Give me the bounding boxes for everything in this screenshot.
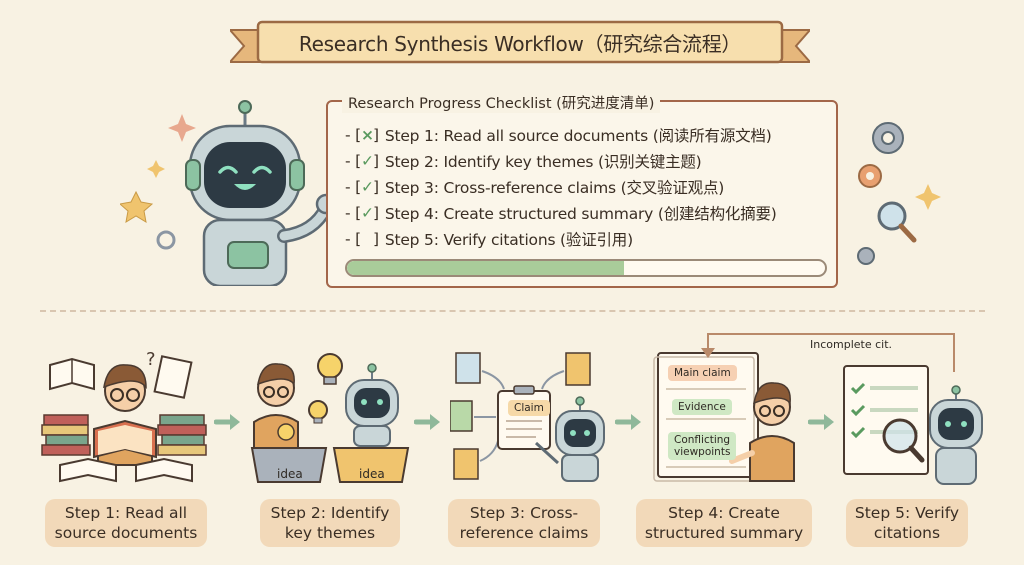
item-text: Step 3: Cross-reference claims (交叉验证观点) <box>384 179 725 197</box>
conflicting-line-2: viewpoints <box>674 446 731 458</box>
item-bullet: - [ <box>345 126 361 144</box>
evidence-tag: Evidence <box>672 399 732 415</box>
document-icon <box>455 352 481 384</box>
bin-label-right: idea <box>359 467 385 481</box>
item-bracket: ] <box>372 126 379 144</box>
step-3-label: Step 3: Cross- reference claims <box>448 499 600 547</box>
claim-tag: Claim <box>508 400 550 416</box>
magnifier-icon <box>877 201 917 243</box>
robot-pointing-illustration <box>120 100 337 286</box>
conflicting-line-1: Conflicting <box>674 434 731 446</box>
ribbon-shape <box>230 20 810 64</box>
title-banner: Research Synthesis Workflow（研究综合流程） <box>230 18 810 70</box>
item-bracket: ] <box>372 230 379 248</box>
document-icon <box>843 365 929 475</box>
item-bullet: - [ <box>345 152 361 170</box>
item-text: Step 1: Read all source documents (阅读所有源… <box>384 127 772 145</box>
step-4-label: Step 4: Create structured summary <box>636 499 812 547</box>
checklist-title: Research Progress Checklist (研究进度清单) <box>342 92 661 113</box>
item-bullet: - [ <box>345 204 361 222</box>
progress-fill <box>347 261 625 275</box>
gear-icon <box>858 164 882 188</box>
section-divider <box>40 310 985 312</box>
step2-illustration <box>250 353 410 483</box>
checklist-item-5[interactable]: - [ ] Step 5: Verify citations (验证引用) <box>345 226 835 252</box>
check-icon <box>850 382 866 395</box>
checklist-item-4[interactable]: - [ ✓ ] Step 4: Create structured summar… <box>345 200 835 226</box>
step-5-line-1: Step 5: Verify <box>854 504 960 522</box>
step-2-label: Step 2: Identify key themes <box>260 499 400 547</box>
document-icon <box>453 448 479 480</box>
step-1-label: Step 1: Read all source documents <box>45 499 207 547</box>
page-title: Research Synthesis Workflow（研究综合流程） <box>298 32 742 56</box>
item-text: Step 4: Create structured summary (创建结构化… <box>384 205 777 223</box>
magnifier-icon <box>882 418 918 454</box>
conflicting-viewpoints-tag: Conflicting viewpoints <box>668 432 737 460</box>
lightbulb-icon <box>317 353 343 385</box>
step1-illustration: ? <box>41 349 207 483</box>
item-bullet: - [ <box>345 230 361 248</box>
main-claim-tag: Main claim <box>668 365 737 381</box>
check-icon <box>850 404 866 417</box>
item-bracket: ] <box>372 204 379 222</box>
checklist-item-1[interactable]: - [ × ] Step 1: Read all source document… <box>345 122 835 148</box>
cross-icon: × <box>360 126 374 144</box>
step5-illustration <box>843 365 983 485</box>
checklist-item-2[interactable]: - [ ✓ ] Step 2: Identify key themes (识别关… <box>345 148 835 174</box>
item-bullet: - [ <box>345 178 361 196</box>
step3-illustration <box>450 352 605 482</box>
item-text: Step 5: Verify citations (验证引用) <box>384 231 633 249</box>
check-icon <box>850 426 866 439</box>
step-3-line-1: Step 3: Cross- <box>469 504 579 522</box>
decorations-right <box>857 122 941 265</box>
incomplete-citation-note: Incomplete cit. <box>808 338 895 351</box>
step-1-line-1: Step 1: Read all <box>64 504 188 522</box>
lightbulb-icon <box>277 423 295 441</box>
gear-icon <box>872 122 904 154</box>
feedback-loop-arrow <box>701 333 955 372</box>
check-icon: ✓ <box>360 204 374 222</box>
bin-label-left: idea <box>277 467 303 481</box>
document-icon <box>450 400 473 432</box>
document-icon <box>565 352 591 386</box>
question-mark: ? <box>146 349 156 370</box>
arrow-right-icon <box>414 414 440 430</box>
arrow-right-icon <box>214 414 240 430</box>
sparkle-icon <box>147 160 165 178</box>
document-icon <box>153 355 193 399</box>
step-5-line-2: citations <box>873 524 941 542</box>
star-icon <box>120 190 154 223</box>
checklist-item-3[interactable]: - [ ✓ ] Step 3: Cross-reference claims (… <box>345 174 835 200</box>
gear-icon <box>857 247 875 265</box>
sparkle-icon <box>168 114 196 142</box>
check-icon: ✓ <box>360 178 374 196</box>
step-5-label: Step 5: Verify citations <box>846 499 968 547</box>
step-2-line-2: key themes <box>284 524 376 542</box>
gear-icon <box>156 230 176 250</box>
item-text: Step 2: Identify key themes (识别关键主题) <box>384 153 702 171</box>
arrow-right-icon <box>615 414 641 430</box>
step-4-line-1: Step 4: Create <box>668 504 780 522</box>
item-bracket: ] <box>372 178 379 196</box>
sparkle-icon <box>915 184 941 210</box>
step-1-line-2: source documents <box>54 524 198 542</box>
step-4-line-2: structured summary <box>644 524 804 542</box>
progress-bar <box>345 259 827 277</box>
checklist: - [ × ] Step 1: Read all source document… <box>345 122 835 252</box>
lightbulb-icon <box>308 400 328 424</box>
step-3-line-2: reference claims <box>459 524 589 542</box>
check-icon: ✓ <box>360 152 374 170</box>
arrow-right-icon <box>808 414 834 430</box>
step-2-line-1: Step 2: Identify <box>270 504 390 522</box>
item-bracket: ] <box>372 152 379 170</box>
